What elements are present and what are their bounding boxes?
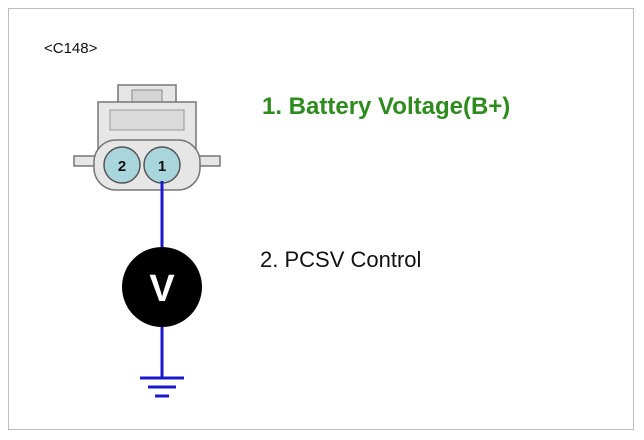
pin-1-description: 1. Battery Voltage(B+) xyxy=(262,93,511,120)
connector-c148-icon: 2 1 xyxy=(73,84,221,191)
voltmeter-icon: V xyxy=(122,247,202,327)
connector-id-label: <C148> xyxy=(44,40,98,57)
connector-inner-panel xyxy=(109,109,185,131)
pin-number-2: 2 xyxy=(118,158,126,175)
pin-2-description: 2. PCSV Control xyxy=(260,247,422,272)
diagram-frame xyxy=(8,8,634,430)
connector-flange-right xyxy=(197,155,221,167)
connector-flange-left xyxy=(73,155,97,167)
terminal-2 xyxy=(103,146,141,184)
ground-icon xyxy=(140,376,184,398)
voltmeter-body xyxy=(122,247,202,327)
pin-number-1: 1 xyxy=(158,158,166,175)
voltmeter-symbol: V xyxy=(149,268,175,310)
connector-latch-tab xyxy=(131,89,163,103)
